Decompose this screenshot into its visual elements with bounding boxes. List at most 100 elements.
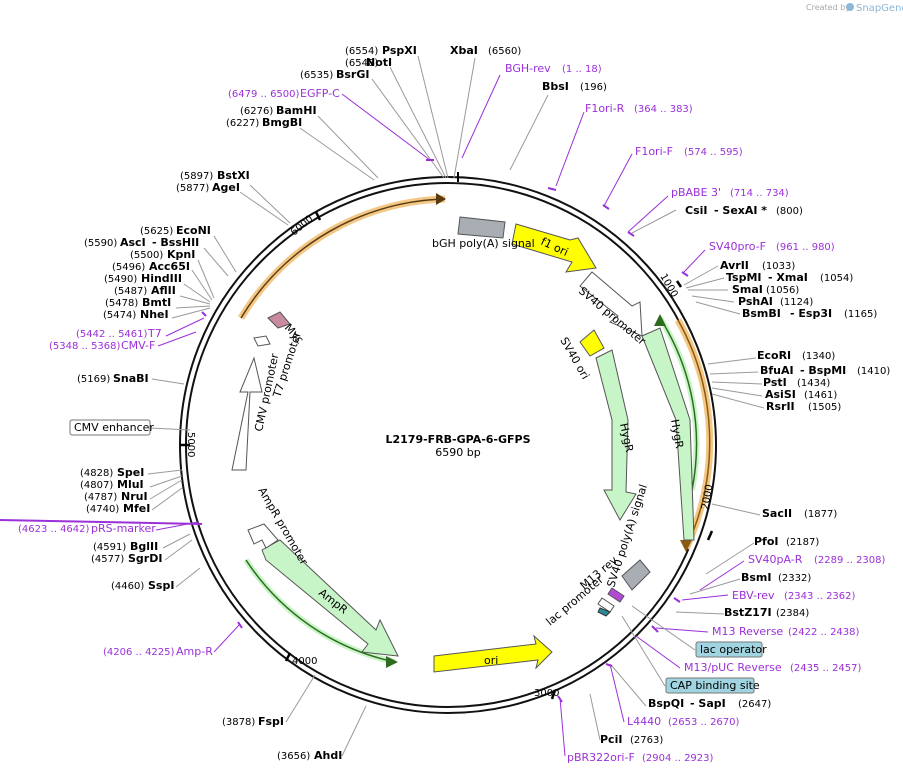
enzyme-pos: (3878) (222, 717, 255, 728)
enzyme-pos: (1056) (766, 285, 799, 296)
primer-marks (0, 159, 689, 703)
enzyme-name: AflII (151, 284, 176, 297)
primer-pos: (364 .. 383) (634, 104, 693, 115)
feature-myc (267, 311, 291, 329)
enzyme-pos: (5897) (180, 171, 213, 182)
tick-2000: 2000 (700, 484, 715, 511)
primer-name: pBABE 3' (671, 186, 721, 199)
enzyme-pos: (5877) (176, 183, 209, 194)
enzyme-pos: (5625) (140, 226, 173, 237)
feature-ampr-promoter (247, 523, 279, 549)
enzyme-pos: (5478) (105, 298, 138, 309)
feature-t7-promoter (253, 335, 271, 347)
enzyme-pos: (1877) (804, 509, 837, 520)
enzyme-suffix: - BspMI (800, 364, 846, 377)
enzyme-name: BbsI (542, 80, 569, 93)
enzyme-name: AhdI (314, 749, 342, 762)
enzyme-pos: (196) (580, 82, 607, 93)
primer-name: pRS-marker (91, 522, 156, 535)
arc-right-orange-arrowhead (680, 540, 692, 552)
enzyme-name: RsrII (766, 400, 795, 413)
enzyme-name: BfuAI (760, 364, 794, 377)
enzyme-suffix: - SapI (690, 697, 726, 710)
enzyme-pos: (5590) (84, 238, 117, 249)
enzyme-pos: (5169) (77, 374, 110, 385)
enzyme-pos: (4577) (91, 554, 124, 565)
enzyme-pos: (5496) (112, 262, 145, 273)
arc-cmv-arrowhead (436, 193, 446, 205)
primer-pos: (4206 .. 4225) (103, 647, 175, 658)
enzyme-labels: (6554) PspXI (6548) NotI (6535) BsrGI Xb… (77, 44, 607, 762)
primer-name: CMV-F (121, 339, 155, 352)
primer-pos: (714 .. 734) (730, 188, 789, 199)
enzyme-name: BamHI (276, 104, 317, 117)
arc-right-orange-line (677, 319, 711, 549)
feature-sv40-ori (579, 329, 605, 357)
enzyme-name: SacII (762, 507, 792, 520)
feature-m13-rev (607, 587, 625, 603)
feature-sv40-polya (621, 559, 651, 591)
primer-name: SV40pA-R (748, 553, 803, 566)
primer-labels: BGH-rev (1 .. 18) F1ori-R (364 .. 383) F… (18, 62, 886, 764)
enzyme-name: BglII (130, 540, 158, 553)
enzyme-name: XbaI (450, 44, 478, 57)
enzyme-name: BspQI (648, 697, 684, 710)
primer-pos: (574 .. 595) (684, 147, 743, 158)
primer-name: EBV-rev (732, 589, 775, 602)
enzyme-name: NruI (121, 490, 148, 503)
enzyme-name: BsrGI (336, 68, 369, 81)
primer-pos: (4623 .. 4642) (18, 524, 90, 535)
primer-pos: (2289 .. 2308) (814, 555, 886, 566)
boxed-label: CMV enhancer (74, 421, 154, 434)
ticks (180, 211, 714, 700)
enzyme-pos: (2384) (776, 608, 809, 619)
enzyme-name: BstZ17I (724, 606, 772, 619)
enzyme-suffix: - XmaI (768, 271, 808, 284)
enzyme-pos: (5500) (130, 250, 163, 261)
enzyme-name: EcoRI (757, 349, 791, 362)
enzyme-pos: (800) (776, 206, 803, 217)
enzyme-pos: (1033) (762, 261, 795, 272)
plasmid-name: L2179-FRB-GPA-6-GFPS (385, 433, 530, 446)
primer-pos: (2435 .. 2457) (790, 663, 862, 674)
primer-name: SV40pro-F (709, 240, 766, 253)
enzyme-pos: (6548) (345, 58, 378, 69)
enzyme-pos: (1505) (808, 402, 841, 413)
enzyme-name: PstI (763, 376, 787, 389)
feature-sv40-promoter (579, 271, 643, 337)
plasmid-size: 6590 bp (435, 446, 480, 459)
primer-name: T7 (147, 327, 162, 340)
enzyme-name: AscI (120, 236, 146, 249)
primer-name: L4440 (627, 715, 661, 728)
arc-ampr-arrowhead (386, 656, 398, 668)
enzyme-pos: (1165) (844, 309, 877, 320)
feature-f1-ori (511, 223, 597, 273)
enzyme-pos: (2763) (630, 735, 663, 746)
boxed-cap-binding: CAP binding site (621, 615, 760, 694)
enzyme-name: SspI (148, 579, 174, 592)
enzyme-labels-right: CsiI - SexAI * (800) AvrII (1033) TspMI … (600, 204, 890, 746)
primer-pos: (5348 .. 5368) (49, 341, 121, 352)
arc-ampr-green-line (245, 559, 396, 663)
enzyme-name: MluI (117, 478, 144, 491)
enzyme-name: CsiI (685, 204, 707, 217)
primer-pos: (961 .. 980) (776, 242, 835, 253)
primer-name: Amp-R (176, 645, 213, 658)
tick-5000: 5000 (185, 432, 196, 457)
enzyme-name: PciI (600, 733, 622, 746)
enzyme-pos: (1461) (804, 390, 837, 401)
enzyme-name: PfoI (754, 535, 779, 548)
enzyme-name: BmgBI (262, 116, 302, 129)
arc-cmv-orange (238, 195, 446, 320)
enzyme-pos: (4787) (84, 492, 117, 503)
enzyme-pos: (6560) (488, 46, 521, 57)
enzyme-name: BsmI (741, 571, 772, 584)
enzyme-suffix: - Esp3I (790, 307, 832, 320)
boxed-cmv-enhancer: CMV enhancer (69, 419, 191, 436)
enzyme-name: FspI (258, 715, 284, 728)
enzyme-pos: (1410) (857, 366, 890, 377)
enzyme-name: BsmBI (742, 307, 781, 320)
enzyme-pos: (2332) (778, 573, 811, 584)
enzyme-pos: (4828) (80, 468, 113, 479)
primer-name: BGH-rev (505, 62, 551, 75)
